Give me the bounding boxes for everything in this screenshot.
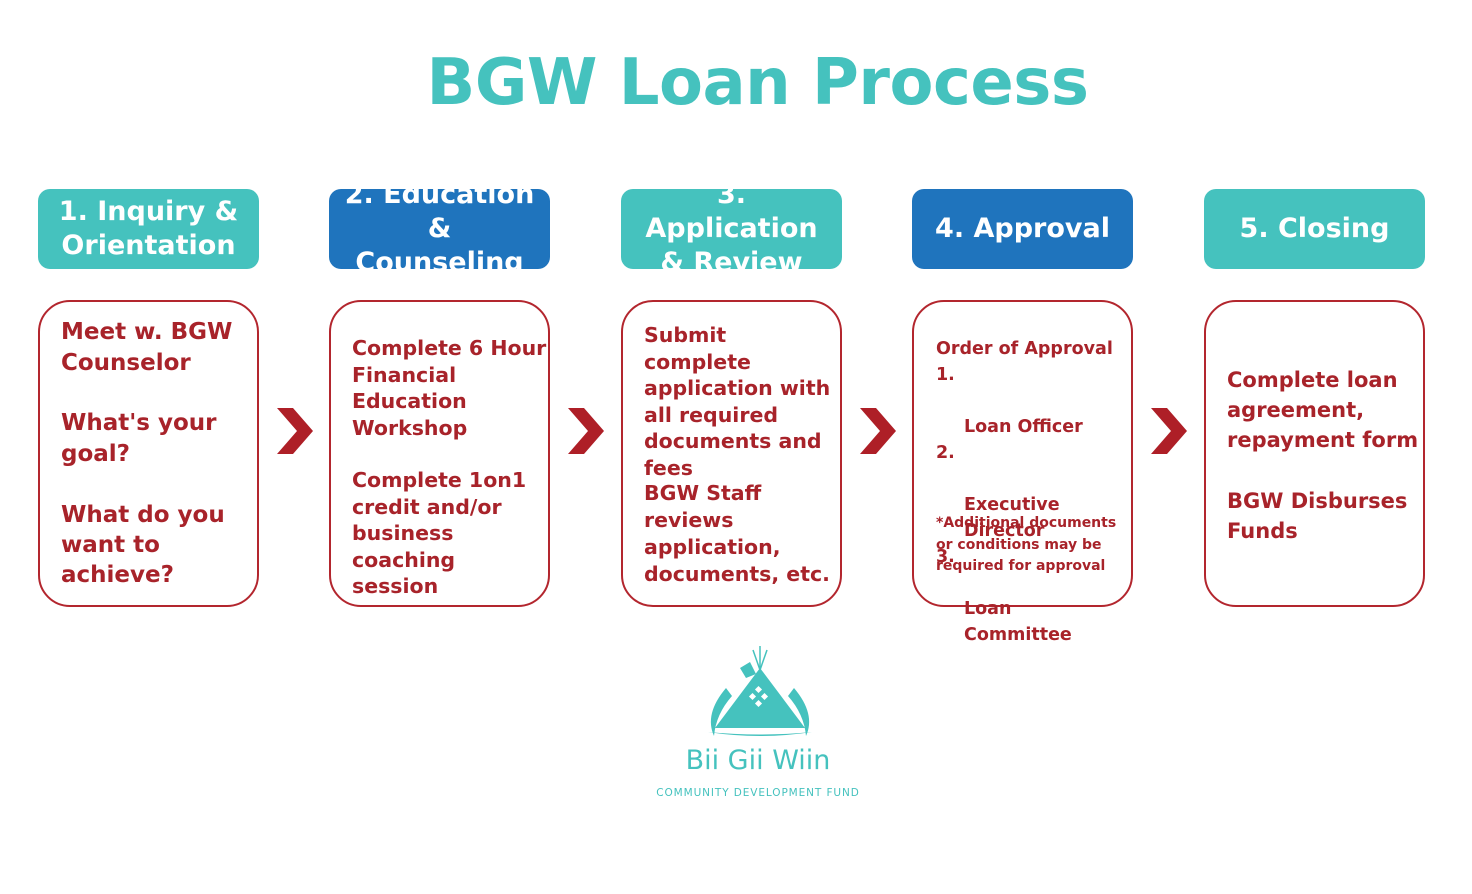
step-2-text-coaching: Complete 1on1 credit and/or business coa… xyxy=(352,468,527,598)
step-4-header: 4. Approval xyxy=(912,189,1133,269)
approval-item: 1. Loan Officer xyxy=(936,362,1083,440)
chevron-right-icon xyxy=(860,408,896,454)
approval-order-list: 1. Loan Officer 2. Executive Director 3.… xyxy=(936,362,1083,648)
step-2-box: Complete 6 Hour Financial Education Work… xyxy=(329,300,550,607)
step-1-text-goal: What's your goal? xyxy=(61,410,217,467)
step-3-text-review: BGW Staff reviews application, documents… xyxy=(644,481,830,586)
step-4-order-title: Order of Approval xyxy=(936,339,1113,359)
step-3-text-submit: Submit complete application with all req… xyxy=(644,323,831,480)
step-5-text-disburse: BGW Disburses Funds xyxy=(1227,489,1408,543)
logo-name: Bii Gii Wiin xyxy=(685,745,831,776)
step-2-header: 2. Education & Counseling xyxy=(329,179,550,278)
approval-item-number: 2. xyxy=(936,443,955,463)
step-5-text-agreement: Complete loan agreement, repayment form xyxy=(1227,368,1419,452)
step-3-box: Submit complete application with all req… xyxy=(621,300,842,607)
approval-item-label: Executive Director xyxy=(964,495,1060,541)
chevron-right-icon xyxy=(568,408,604,454)
approval-item-label: Loan Officer xyxy=(964,417,1083,437)
step-1-header: 1. Inquiry & Orientation xyxy=(38,189,259,269)
approval-item: 3. Loan Committee xyxy=(936,544,1083,648)
approval-item-label: Loan Committee xyxy=(964,599,1072,645)
chevron-right-icon xyxy=(277,408,313,454)
step-4-note: *Additional documents or conditions may … xyxy=(936,515,1117,574)
approval-item-number: 3. xyxy=(936,547,955,567)
step-3-header: 3. Application & Review xyxy=(621,179,842,278)
approval-item-number: 1. xyxy=(936,365,955,385)
chevron-right-icon xyxy=(1151,408,1187,454)
page-title: BGW Loan Process xyxy=(426,46,1089,120)
step-2-text-workshop: Complete 6 Hour Financial Education Work… xyxy=(352,336,547,440)
step-1-text-counselor: Meet w. BGW Counselor xyxy=(61,319,233,376)
step-1-text-achieve: What do you want to achieve? xyxy=(61,502,225,588)
step-1-box: Meet w. BGW Counselor What's your goal? … xyxy=(38,300,259,607)
bgw-tipi-logo-icon xyxy=(708,646,812,736)
step-5-header: 5. Closing xyxy=(1204,189,1425,269)
step-4-box: Order of Approval 1. Loan Officer 2. Exe… xyxy=(912,300,1133,645)
step-5-box: Complete loan agreement, repayment form … xyxy=(1204,300,1425,607)
approval-item: 2. Executive Director xyxy=(936,440,1083,544)
logo-tagline: COMMUNITY DEVELOPMENT FUND xyxy=(656,787,860,799)
